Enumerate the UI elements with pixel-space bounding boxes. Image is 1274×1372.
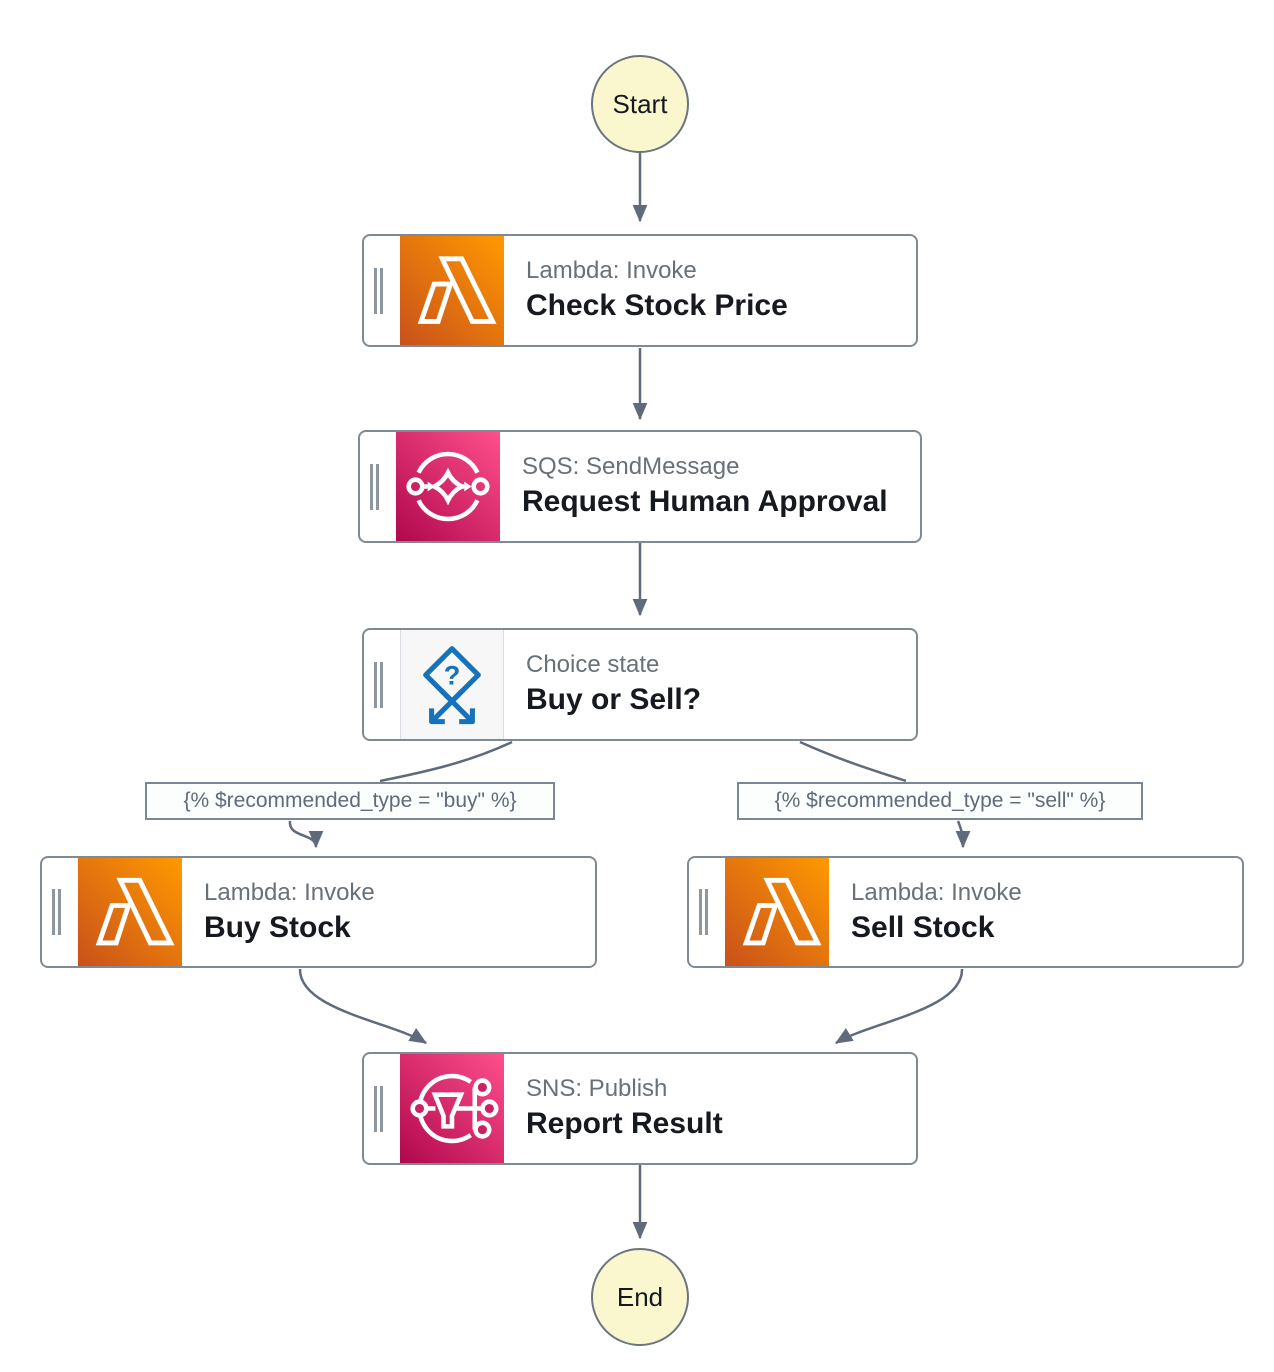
node-title: Buy or Sell?: [526, 683, 702, 716]
node-title: Report Result: [526, 1107, 723, 1140]
start-node: Start: [591, 55, 689, 153]
state-node-request-human-approval[interactable]: SQS: SendMessage Request Human Approval: [358, 430, 922, 543]
edge-choice-to-buy-label: [379, 740, 513, 783]
edge-buy-label-to-buy: [288, 820, 324, 849]
node-service-label: Lambda: Invoke: [851, 878, 1022, 906]
node-service-label: SNS: Publish: [526, 1075, 668, 1102]
condition-label-buy: {% $recommended_type = "buy" %}: [145, 782, 555, 820]
svg-text:?: ?: [444, 660, 461, 691]
drag-handle-icon[interactable]: [42, 858, 78, 966]
node-service-label: Choice state: [526, 651, 660, 678]
lambda-icon: [725, 858, 829, 966]
state-node-report-result[interactable]: SNS: Publish Report Result: [362, 1052, 918, 1165]
drag-handle-icon[interactable]: [364, 630, 400, 739]
state-node-check-stock-price[interactable]: Lambda: Invoke Check Stock Price: [362, 234, 918, 347]
state-node-buy-or-sell-choice[interactable]: ? Choice state Buy or Sell?: [362, 628, 918, 741]
node-service-label: Lambda: Invoke: [526, 257, 697, 284]
node-title: Check Stock Price: [526, 289, 788, 322]
drag-handle-icon[interactable]: [364, 1054, 400, 1163]
node-service-label: Lambda: Invoke: [204, 878, 375, 906]
edge-sell-label-to-sell: [955, 820, 971, 849]
drag-handle-icon[interactable]: [360, 432, 396, 541]
condition-label-sell: {% $recommended_type = "sell" %}: [737, 782, 1143, 820]
edge-sell-to-report: [834, 968, 964, 1045]
sqs-icon: [396, 432, 500, 541]
choice-icon: ?: [400, 630, 504, 739]
node-title: Buy Stock: [204, 910, 351, 944]
edge-choice-to-sell-label: [799, 740, 907, 783]
state-node-buy-stock[interactable]: Lambda: Invoke Buy Stock: [40, 856, 597, 968]
edge-buy-to-report: [298, 968, 428, 1045]
drag-handle-icon[interactable]: [689, 858, 725, 966]
lambda-icon: [78, 858, 182, 966]
node-title: Sell Stock: [851, 910, 995, 944]
drag-handle-icon[interactable]: [364, 236, 400, 345]
node-service-label: SQS: SendMessage: [522, 453, 740, 480]
state-node-sell-stock[interactable]: Lambda: Invoke Sell Stock: [687, 856, 1244, 968]
sns-icon: [400, 1054, 504, 1163]
node-title: Request Human Approval: [522, 485, 888, 518]
end-node: End: [591, 1248, 689, 1346]
lambda-icon: [400, 236, 504, 345]
